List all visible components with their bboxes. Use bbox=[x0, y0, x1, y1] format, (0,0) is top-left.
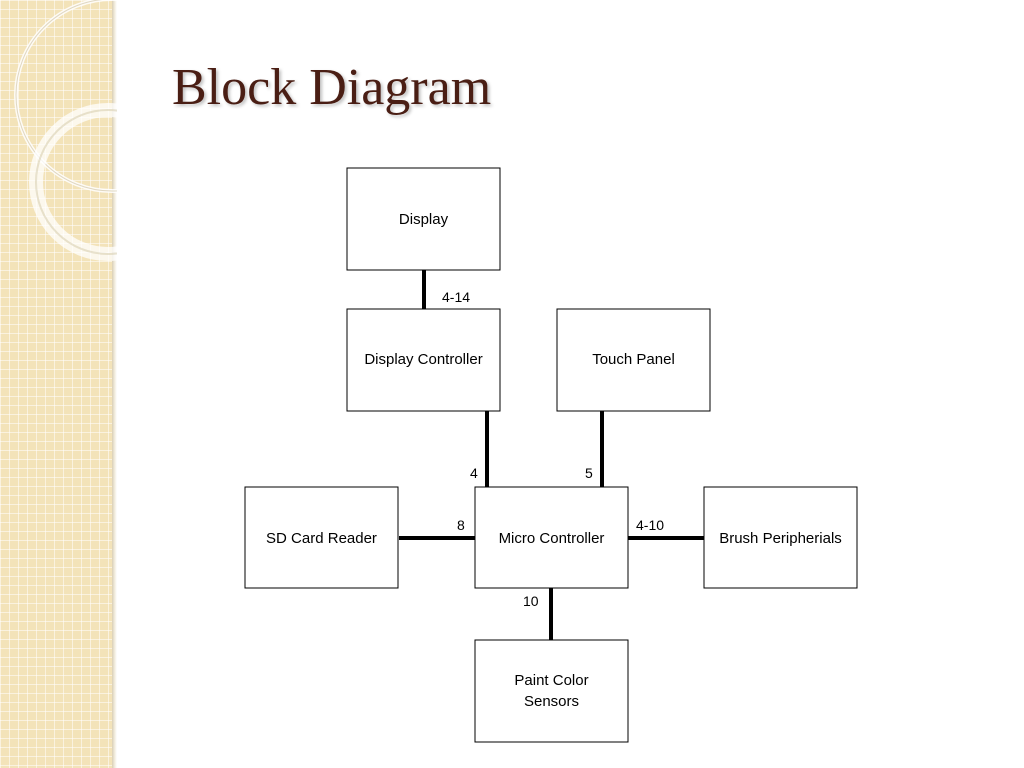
label-display-controller: 4-14 bbox=[442, 289, 470, 305]
block-brush-peripherals-label: Brush Peripherials bbox=[719, 530, 842, 547]
block-display: Display bbox=[346, 167, 501, 271]
block-paint-color-sensors-label-line1: Paint Color bbox=[514, 672, 588, 689]
block-display-label: Display bbox=[399, 211, 449, 228]
label-touch-micro: 5 bbox=[585, 465, 593, 481]
block-touch-panel: Touch Panel bbox=[556, 308, 711, 412]
block-display-controller: Display Controller bbox=[346, 308, 501, 412]
block-brush-peripherals: Brush Peripherials bbox=[703, 486, 858, 589]
block-sd-card-reader-label: SD Card Reader bbox=[266, 530, 377, 547]
block-micro-controller: Micro Controller bbox=[474, 486, 629, 589]
label-sd-micro: 8 bbox=[457, 517, 465, 533]
block-paint-color-sensors-label-line2: Sensors bbox=[524, 693, 579, 710]
block-micro-controller-label: Micro Controller bbox=[499, 530, 605, 547]
side-band-edge bbox=[112, 0, 117, 768]
label-controller-micro: 4 bbox=[470, 465, 478, 481]
slide-title: Block Diagram bbox=[172, 59, 492, 116]
block-touch-panel-label: Touch Panel bbox=[592, 351, 675, 368]
label-micro-sensors: 10 bbox=[523, 593, 539, 609]
label-micro-brush: 4-10 bbox=[636, 517, 664, 533]
block-display-controller-label: Display Controller bbox=[364, 351, 482, 368]
decorative-rings bbox=[14, 0, 117, 261]
block-paint-color-sensors: Paint Color Sensors bbox=[474, 639, 629, 743]
block-sd-card-reader: SD Card Reader bbox=[244, 486, 399, 589]
